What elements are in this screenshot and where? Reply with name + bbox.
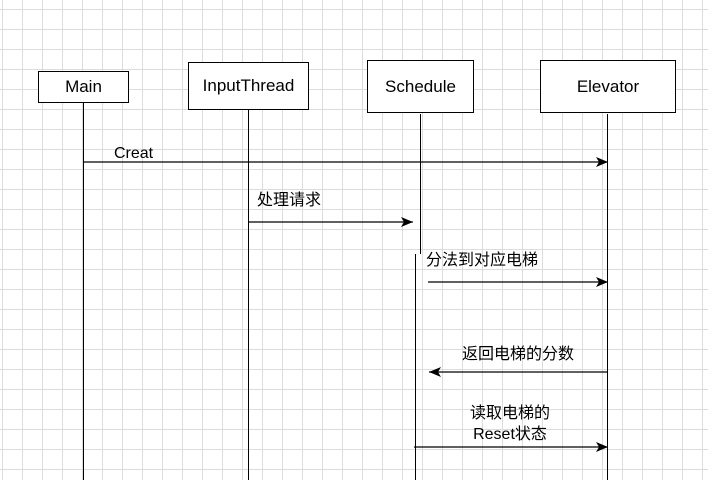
participant-inputthread-label: InputThread [202,76,295,95]
message-label-process-request: 处理请求 [257,192,322,209]
message-label-read-reset-line1: 读取电梯的 [469,405,550,422]
message-label-creat: Creat [114,145,154,162]
participant-schedule[interactable]: Schedule [367,60,474,113]
message-label-read-reset-line2: Reset状态 [473,426,547,443]
lifeline-inputthread [248,110,250,480]
lifeline-elevator [607,114,609,480]
participant-main-label: Main [65,77,102,96]
participant-schedule-label: Schedule [385,76,456,96]
message-label-dispatch: 分法到对应电梯 [426,252,539,269]
lifeline-schedule [420,114,422,254]
message-label-return-score: 返回电梯的分数 [462,346,575,363]
lifeline-schedule-lower [415,254,417,480]
lifeline-main [83,102,85,480]
message-label-read-reset: 读取电梯的 Reset状态 [455,403,565,445]
participant-main[interactable]: Main [38,71,129,103]
participant-elevator-label: Elevator [576,76,640,96]
participant-inputthread[interactable]: InputThread [188,62,309,110]
participant-elevator[interactable]: Elevator [540,60,676,113]
